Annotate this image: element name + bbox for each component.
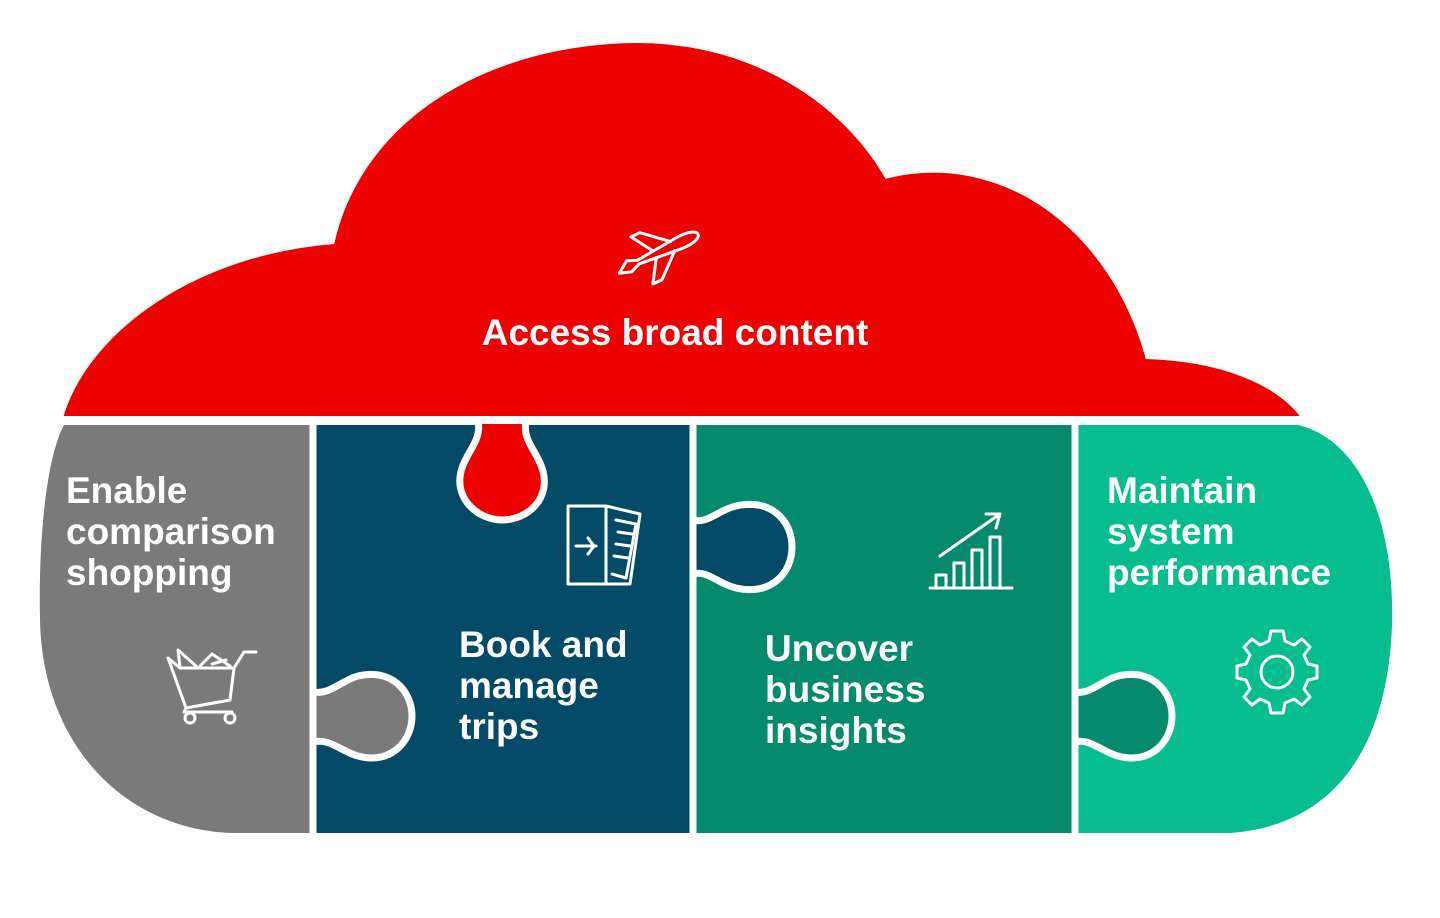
knob-top-to-book xyxy=(456,416,548,524)
maintain-system-performance-label: Maintain system performance xyxy=(1107,470,1331,593)
uncover-business-insights-label: Uncover business insights xyxy=(765,628,936,751)
piece-maintain-system-performance xyxy=(1078,425,1393,833)
top-piece-label: Access broad content xyxy=(482,312,869,353)
enable-comparison-shopping-label: Enable comparison shopping xyxy=(66,470,286,593)
shopping-cart-icon xyxy=(166,648,258,725)
gear-icon xyxy=(1235,629,1319,715)
cloud-top-piece xyxy=(62,43,1303,419)
knob-enable-to-book xyxy=(309,670,416,762)
bar-chart-growth-icon xyxy=(928,512,1014,590)
boarding-pass-icon xyxy=(566,504,642,586)
knob-book-to-uncover xyxy=(689,500,796,594)
knob-uncover-to-maintain xyxy=(1071,670,1176,762)
airplane-icon xyxy=(617,230,700,286)
bottom-band xyxy=(39,425,1393,833)
piece-uncover-business-insights xyxy=(696,425,1072,833)
book-and-manage-trips-label: Book and manage trips xyxy=(459,624,638,747)
